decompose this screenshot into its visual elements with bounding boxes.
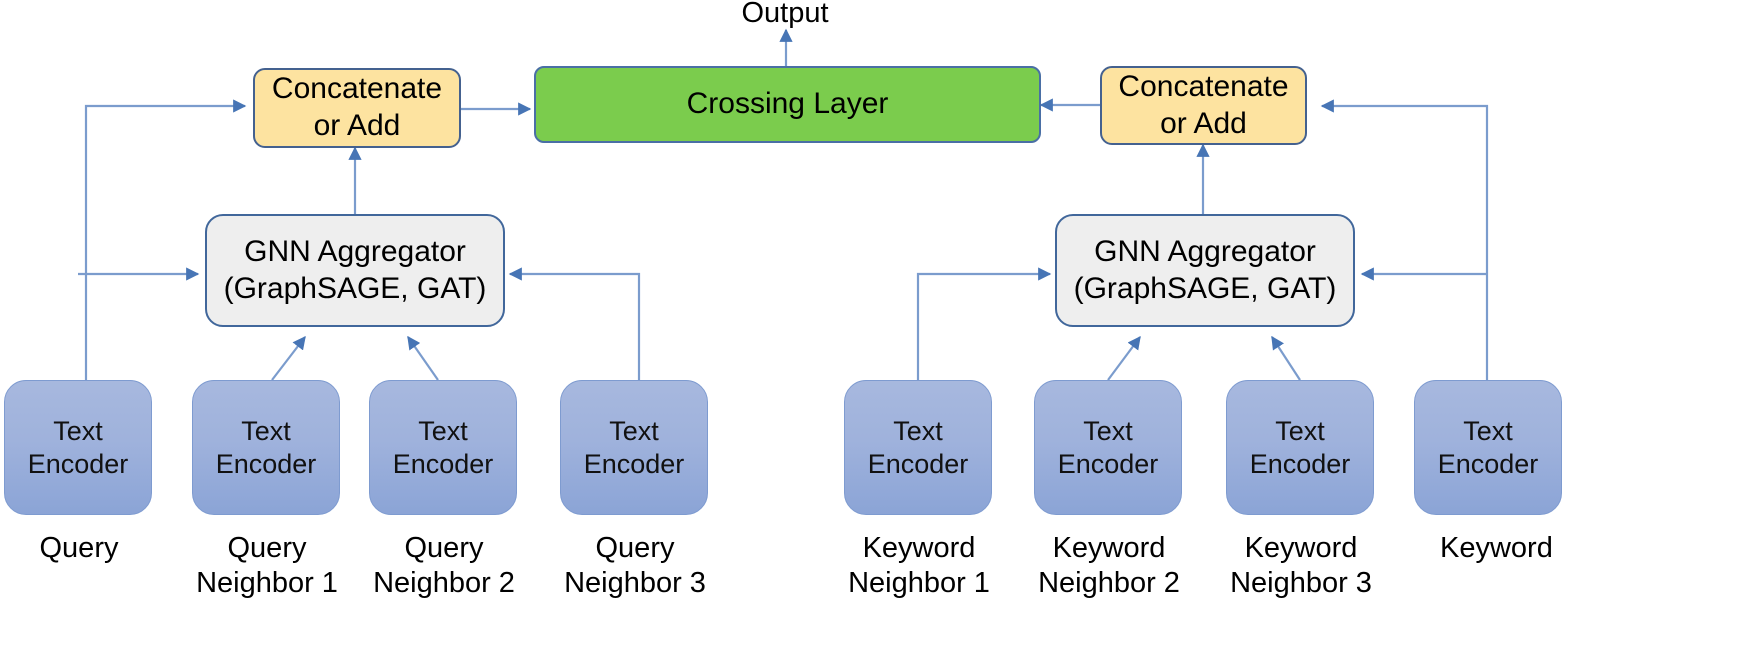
- text-encoder-query-neighbor-3[interactable]: Text Encoder: [560, 380, 708, 515]
- caption-keyword: Keyword: [1440, 532, 1553, 564]
- text-encoder-query-neighbor-2[interactable]: Text Encoder: [369, 380, 517, 515]
- output-label: Output: [741, 0, 829, 29]
- edge-qn3-to-left-gnn: [508, 267, 641, 380]
- text-encoder-keyword-neighbor-1[interactable]: Text Encoder: [844, 380, 992, 515]
- caption-keyword-neighbor-3: Keyword Neighbor 3: [1230, 532, 1372, 600]
- gnn-aggregator-right[interactable]: GNN Aggregator (GraphSAGE, GAT): [1055, 214, 1355, 327]
- caption-query-neighbor-2: Query Neighbor 2: [373, 532, 515, 600]
- crossing-layer[interactable]: Crossing Layer: [534, 66, 1041, 143]
- caption-keyword-neighbor-1: Keyword Neighbor 1: [848, 532, 990, 600]
- text-encoder-query[interactable]: Text Encoder: [4, 380, 152, 515]
- edge-kn1-to-right-gnn: [916, 267, 1052, 380]
- edge-qn1-to-left-gnn: [271, 335, 306, 381]
- caption-query-neighbor-1: Query Neighbor 1: [196, 532, 338, 600]
- caption-query-neighbor-3: Query Neighbor 3: [564, 532, 706, 600]
- caption-keyword-neighbor-2: Keyword Neighbor 2: [1038, 532, 1180, 600]
- edge-qn2-to-left-gnn: [407, 335, 439, 381]
- edge-kn2-to-right-gnn: [1107, 335, 1141, 381]
- concatenate-or-add-left[interactable]: Concatenate or Add: [253, 68, 461, 148]
- edge-kn3-to-right-gnn: [1271, 335, 1301, 381]
- text-encoder-query-neighbor-1[interactable]: Text Encoder: [192, 380, 340, 515]
- text-encoder-keyword-neighbor-3[interactable]: Text Encoder: [1226, 380, 1374, 515]
- caption-query: Query: [39, 532, 119, 564]
- gnn-aggregator-left[interactable]: GNN Aggregator (GraphSAGE, GAT): [205, 214, 505, 327]
- text-encoder-keyword-neighbor-2[interactable]: Text Encoder: [1034, 380, 1182, 515]
- text-encoder-keyword[interactable]: Text Encoder: [1414, 380, 1562, 515]
- concatenate-or-add-right[interactable]: Concatenate or Add: [1100, 66, 1307, 145]
